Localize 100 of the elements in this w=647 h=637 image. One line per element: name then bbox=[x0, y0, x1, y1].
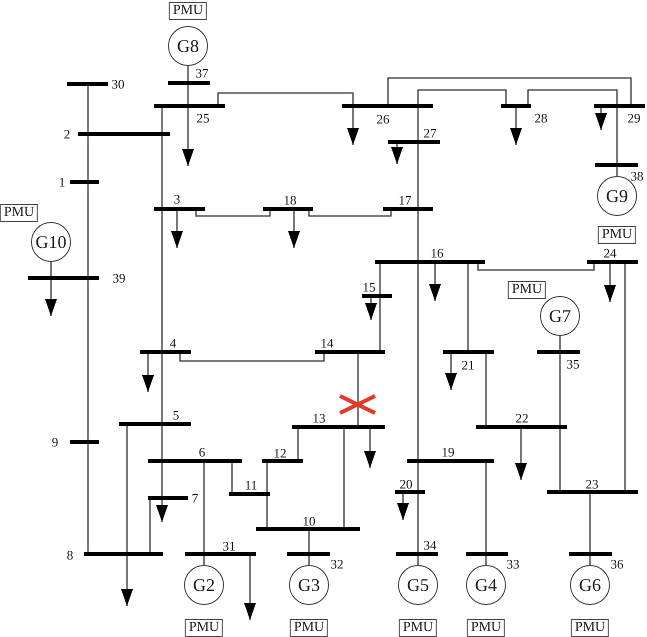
transmission-line bbox=[379, 298, 381, 350]
bus-number: 2 bbox=[64, 128, 70, 140]
transmission-line bbox=[477, 264, 595, 271]
bus-bar bbox=[587, 260, 638, 264]
bus-bar bbox=[569, 552, 612, 556]
bus-number: 36 bbox=[610, 558, 624, 570]
bus-number: 27 bbox=[424, 126, 436, 140]
bus-bar bbox=[70, 180, 99, 184]
bus-number: 19 bbox=[442, 446, 454, 458]
transmission-line bbox=[417, 264, 419, 459]
transmission-line bbox=[87, 136, 89, 180]
load-arrow bbox=[510, 108, 522, 145]
generator-circle: G5 bbox=[398, 565, 438, 605]
bus-bar bbox=[148, 496, 188, 500]
transmission-line bbox=[387, 77, 632, 104]
load-arrow bbox=[347, 108, 359, 145]
bus-number: 20 bbox=[400, 478, 412, 490]
bus-number: 10 bbox=[302, 514, 316, 528]
load-arrow bbox=[142, 354, 154, 392]
transmission-line bbox=[161, 426, 163, 459]
pmu-label: PMU bbox=[598, 226, 636, 244]
bus-bar bbox=[443, 350, 494, 354]
bus-number: 23 bbox=[586, 478, 598, 490]
bus-bar bbox=[395, 490, 425, 494]
generator-circle: G2 bbox=[184, 565, 224, 605]
pmu-label: PMU bbox=[0, 204, 38, 222]
transmission-line bbox=[187, 85, 189, 104]
pmu-label: PMU bbox=[570, 619, 610, 637]
transmission-line bbox=[87, 280, 89, 440]
transmission-line bbox=[559, 336, 561, 350]
transmission-line bbox=[231, 463, 233, 492]
transmission-line bbox=[161, 463, 163, 496]
load-arrow bbox=[391, 144, 403, 164]
bus-number: 28 bbox=[534, 112, 548, 124]
bus-bar bbox=[168, 81, 210, 85]
transmission-line bbox=[203, 463, 205, 552]
load-arrow bbox=[604, 264, 616, 302]
bus-bar bbox=[595, 163, 638, 167]
bus-bar bbox=[315, 350, 385, 354]
bus-bar bbox=[78, 132, 170, 136]
pmu-label: PMU bbox=[184, 619, 224, 637]
bus-bar bbox=[70, 440, 99, 444]
bus-bar bbox=[466, 552, 508, 556]
bus-number: 35 bbox=[566, 358, 580, 370]
bus-number: 31 bbox=[222, 540, 236, 552]
transmission-line bbox=[161, 136, 163, 207]
bus-bar bbox=[84, 552, 163, 556]
bus-number: 18 bbox=[284, 194, 296, 206]
bus-number: 5 bbox=[172, 408, 180, 422]
bus-number: 8 bbox=[66, 548, 74, 562]
transmission-line bbox=[266, 496, 268, 527]
transmission-line bbox=[308, 531, 310, 552]
bus-bar bbox=[148, 459, 242, 463]
transmission-line bbox=[87, 444, 89, 552]
transmission-line bbox=[179, 354, 325, 362]
bus-bar bbox=[342, 104, 433, 108]
transmission-line bbox=[187, 66, 189, 81]
bus-number: 29 bbox=[628, 112, 640, 124]
bus-number: 25 bbox=[196, 112, 210, 124]
bus-bar bbox=[287, 552, 330, 556]
bus-bar bbox=[154, 104, 225, 108]
transmission-line bbox=[87, 86, 89, 132]
bus-number: 9 bbox=[52, 436, 58, 448]
bus-number: 17 bbox=[398, 194, 412, 206]
bus-bar bbox=[537, 350, 580, 354]
transmission-line bbox=[559, 354, 561, 425]
load-arrow bbox=[288, 211, 300, 248]
transmission-line bbox=[417, 108, 419, 140]
bus-number: 3 bbox=[174, 192, 180, 206]
pmu-label: PMU bbox=[508, 281, 546, 299]
transmission-line bbox=[527, 89, 618, 104]
transmission-line bbox=[195, 211, 271, 217]
transmission-line bbox=[161, 108, 163, 132]
bus-number: 4 bbox=[170, 336, 176, 350]
transmission-line bbox=[485, 463, 487, 552]
load-arrow bbox=[429, 264, 441, 301]
load-arrow bbox=[364, 429, 376, 468]
bus-number: 1 bbox=[58, 176, 66, 188]
transmission-line bbox=[616, 108, 618, 163]
bus-number: 16 bbox=[430, 246, 444, 260]
bus-bar bbox=[594, 104, 645, 108]
bus-bar bbox=[407, 459, 494, 463]
bus-number: 26 bbox=[376, 112, 390, 126]
transmission-line bbox=[217, 92, 354, 104]
generator-circle: G7 bbox=[540, 296, 580, 336]
bus-bar bbox=[67, 82, 108, 86]
load-arrow bbox=[244, 556, 256, 620]
load-arrow bbox=[397, 494, 409, 520]
bus-bar bbox=[547, 490, 638, 494]
transmission-line bbox=[417, 144, 419, 207]
bus-bar bbox=[476, 425, 567, 429]
bus-bar bbox=[263, 207, 313, 211]
load-arrow bbox=[182, 108, 194, 166]
load-arrow bbox=[121, 556, 133, 606]
bus-bar bbox=[383, 207, 433, 211]
transmission-line bbox=[559, 429, 561, 490]
bus-number: 32 bbox=[330, 558, 344, 570]
bus-number: 37 bbox=[196, 66, 208, 80]
pmu-label: PMU bbox=[290, 619, 328, 637]
load-arrow bbox=[365, 298, 377, 320]
